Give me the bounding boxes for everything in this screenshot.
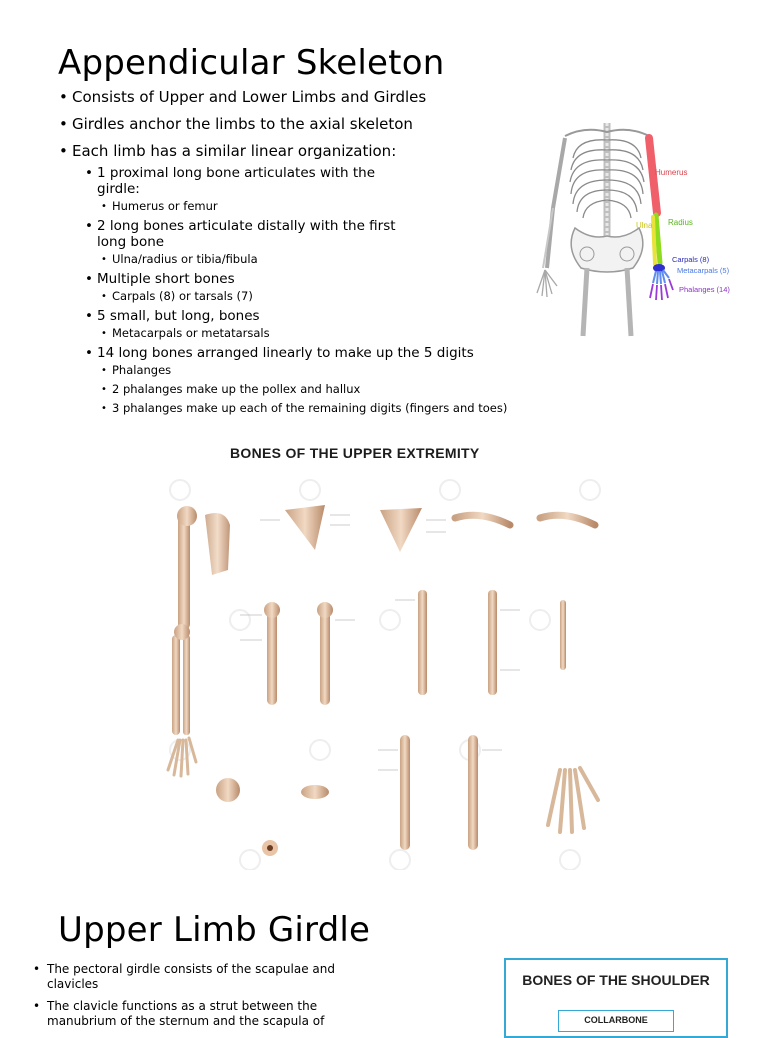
bullet-text: Each limb has a similar linear organizat… <box>72 142 397 160</box>
shoulder-bones-figure: BONES OF THE SHOULDER COLLARBONE <box>504 958 728 1038</box>
metacarpals-label: Metacarpals (5) <box>677 266 730 275</box>
sub-bullet-item: 2 long bones articulate distally with th… <box>85 218 415 250</box>
phalanges-label: Phalanges (14) <box>679 285 730 294</box>
detail-text: Humerus or femur <box>112 199 218 213</box>
sub-bullet-text: 14 long bones arranged linearly to make … <box>97 345 474 361</box>
sub-bullet-item: 1 proximal long bone articulates with th… <box>85 165 415 197</box>
skeleton-illustration: Humerus Radius Ulna Carpals (8) Metacarp… <box>536 123 730 337</box>
bullet-item: The pectoral girdle consists of the scap… <box>33 962 353 992</box>
upper-extremity-poster <box>166 479 601 870</box>
sub-bullet-text: 5 small, but long, bones <box>97 308 260 324</box>
section-title: Appendicular Skeleton <box>58 43 445 83</box>
detail-text: 2 phalanges make up the pollex and hallu… <box>112 382 361 396</box>
sub-bullet-text: Multiple short bones <box>97 271 235 287</box>
sub-bullet-list: 1 proximal long bone articulates with th… <box>85 165 507 416</box>
detail-text: Ulna/radius or tibia/fibula <box>112 252 258 266</box>
section-title: Upper Limb Girdle <box>58 910 371 950</box>
bullet-text: The pectoral girdle consists of the scap… <box>47 962 335 991</box>
radius-label: Radius <box>668 218 693 227</box>
humerus-label: Humerus <box>655 168 687 177</box>
bullet-item: Consists of Upper and Lower Limbs and Gi… <box>59 88 479 107</box>
detail-text: 3 phalanges make up each of the remainin… <box>112 401 508 415</box>
bullet-text: Girdles anchor the limbs to the axial sk… <box>72 115 413 133</box>
detail-item: 2 phalanges make up the pollex and hallu… <box>97 382 415 397</box>
main-bullet-list: Consists of Upper and Lower Limbs and Gi… <box>59 88 479 161</box>
detail-item: Carpals (8) or tarsals (7) <box>97 289 415 304</box>
ulna-label: Ulna <box>636 221 653 230</box>
detail-item: Ulna/radius or tibia/fibula <box>97 252 415 267</box>
detail-text: Carpals (8) or tarsals (7) <box>112 289 253 303</box>
bullet-text: Consists of Upper and Lower Limbs and Gi… <box>72 88 427 106</box>
shoulder-figure-title: BONES OF THE SHOULDER <box>522 972 710 988</box>
sub-bullet-text: 2 long bones articulate distally with th… <box>97 218 396 250</box>
detail-text: Metacarpals or metatarsals <box>112 326 270 340</box>
detail-item: Humerus or femur <box>97 199 415 214</box>
sub-bullet-item: 5 small, but long, bones <box>85 308 415 324</box>
detail-item: Metacarpals or metatarsals <box>97 326 415 341</box>
sub-bullet-text: 1 proximal long bone articulates with th… <box>97 165 376 197</box>
sub-bullet-item: 14 long bones arranged linearly to make … <box>85 345 497 361</box>
poster-title: BONES OF THE UPPER EXTREMITY <box>230 445 480 461</box>
girdle-bullet-list: The pectoral girdle consists of the scap… <box>33 962 353 1029</box>
bullet-item: Each limb has a similar linear organizat… <box>59 142 479 161</box>
carpals-label: Carpals (8) <box>672 255 710 264</box>
collarbone-label: COLLARBONE <box>558 1010 674 1032</box>
detail-item: 3 phalanges make up each of the remainin… <box>97 401 512 416</box>
bullet-item: Girdles anchor the limbs to the axial sk… <box>59 115 479 134</box>
detail-text: Phalanges <box>112 363 172 377</box>
bullet-item: The clavicle functions as a strut betwee… <box>33 999 353 1029</box>
detail-item: Phalanges <box>97 363 415 378</box>
sub-bullet-item: Multiple short bones <box>85 271 415 287</box>
